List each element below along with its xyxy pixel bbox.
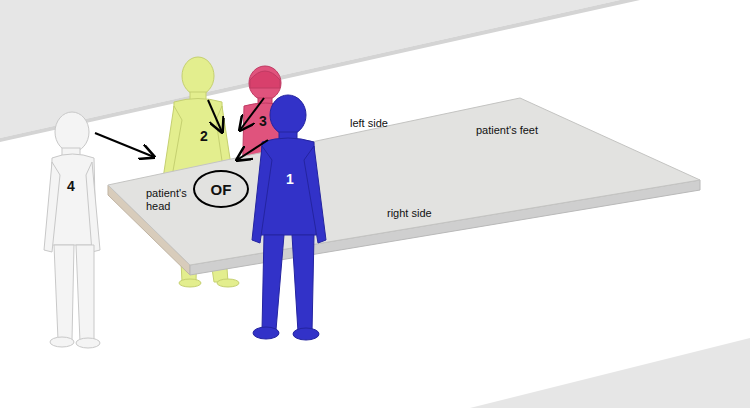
position-label: patient's feet [476,124,538,137]
person-4 [44,112,100,348]
callout-number: 1 [286,171,294,187]
callout-number: 4 [67,178,75,194]
callout-number: 2 [200,128,208,144]
floor-band [470,338,750,408]
person-1 [252,95,326,340]
position-label: right side [387,207,432,220]
oval-marker: OF [193,170,249,208]
operating-table [108,98,700,275]
pointer-arrows [95,98,268,160]
position-label: left side [350,117,388,130]
position-label: patient's head [146,187,194,213]
callout-number: 3 [259,113,267,129]
node-text: OF [211,181,232,198]
